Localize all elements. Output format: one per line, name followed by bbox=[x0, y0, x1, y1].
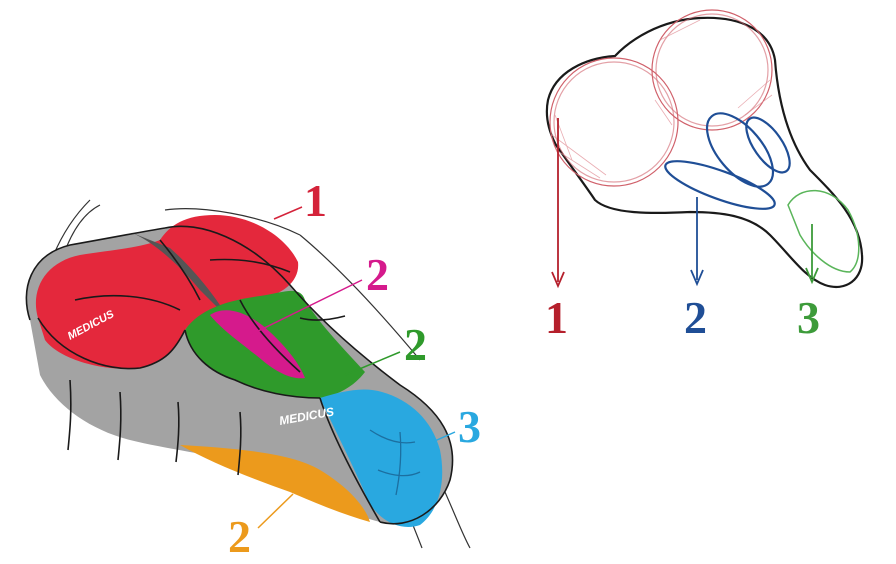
sketch-label-1: 1 bbox=[545, 292, 568, 343]
saddle-3d-label-3: 3 bbox=[458, 401, 481, 452]
zone-1-red-sitbones bbox=[35, 215, 299, 369]
sketch-zone-3-nose bbox=[787, 189, 860, 273]
sketch-zone-2-ellipses bbox=[664, 112, 791, 210]
saddle-3d-callout-lines bbox=[249, 206, 456, 529]
sketch-arrows bbox=[551, 118, 819, 289]
sketch-label-3: 3 bbox=[797, 292, 820, 343]
zone-3-detail-lines bbox=[369, 429, 421, 496]
saddle-3d-label-2-pink: 2 bbox=[366, 249, 389, 300]
saddle-sketch-illustration: 1 2 3 bbox=[545, 9, 864, 343]
zone-3-blue-nose-tip bbox=[320, 389, 443, 528]
saddle-3d-illustration: MEDICUS MEDICUS 1 2 2 3 2 bbox=[25, 175, 481, 562]
sketch-zone-1-hatching bbox=[551, 19, 773, 179]
zone-2-pink-groove bbox=[210, 310, 305, 379]
sketch-saddle-outline bbox=[545, 16, 864, 289]
sketch-label-2: 2 bbox=[684, 292, 707, 343]
zone-2-orange-underside bbox=[180, 445, 370, 522]
saddle-3d-label-1: 1 bbox=[304, 175, 327, 226]
saddle-3d-outlines bbox=[25, 225, 454, 525]
saddle-3d-label-2-green: 2 bbox=[404, 319, 427, 370]
saddle-3d-label-2-orange: 2 bbox=[228, 511, 251, 562]
sketch-zone-1-circles bbox=[549, 9, 773, 187]
